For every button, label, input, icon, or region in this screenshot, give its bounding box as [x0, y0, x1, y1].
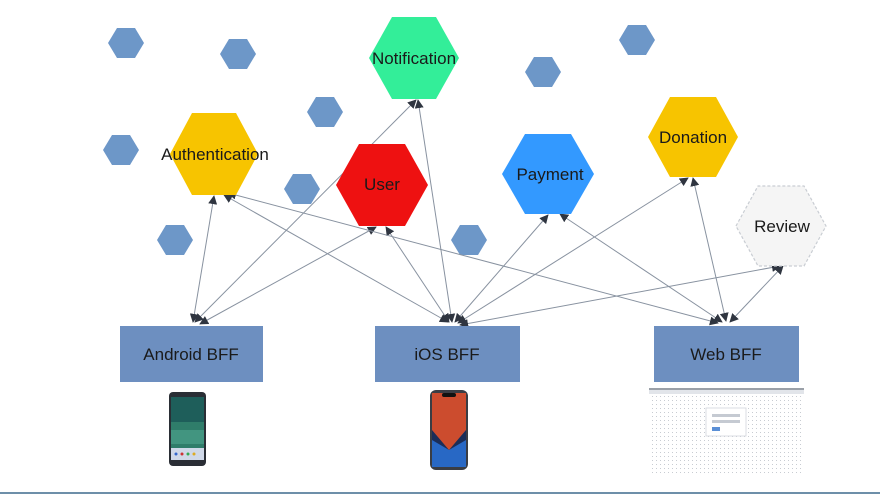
web-browser-screenshot-icon: [649, 388, 804, 474]
small-hexagon: [108, 28, 144, 58]
small-hexagon: [619, 25, 655, 55]
authentication-hexagon: [170, 113, 258, 195]
ios-bff-label: iOS BFF: [414, 345, 479, 364]
iphone-icon: [430, 390, 468, 470]
bff-android: Android BFF: [120, 326, 263, 382]
web-bff-label: Web BFF: [690, 345, 761, 364]
authentication-label: Authentication: [161, 145, 269, 164]
small-hexagon: [157, 225, 193, 255]
arrow-ios-review: [459, 263, 781, 328]
service-user: User: [336, 144, 428, 226]
small-hexagon: [451, 225, 487, 255]
arrow-web-payment: [559, 213, 723, 323]
bottom-border: [0, 492, 880, 494]
small-hexagon: [284, 174, 320, 204]
service-notification: Notification: [369, 17, 459, 99]
bff-web: Web BFF: [654, 326, 799, 382]
small-hexagon: [525, 57, 561, 87]
notification-label: Notification: [372, 49, 456, 68]
notification-hexagon: [369, 17, 459, 99]
android-bff-box: [120, 326, 263, 382]
review-hexagon: [735, 185, 827, 267]
payment-hexagon: [502, 134, 594, 214]
service-payment: Payment: [502, 134, 594, 214]
donation-label: Donation: [659, 128, 727, 147]
small-hexagon: [220, 39, 256, 69]
user-hexagon: [336, 144, 428, 226]
arrow-web-donation: [690, 177, 729, 322]
web-bff-box: [654, 326, 799, 382]
donation-hexagon: [648, 97, 738, 177]
review-label: Review: [754, 217, 810, 236]
service-review: Review: [735, 185, 827, 267]
connections: [189, 99, 784, 328]
user-label: User: [364, 175, 400, 194]
arrow-web-authentication: [227, 190, 719, 326]
arrow-ios-notification: [414, 99, 456, 323]
small-hexagon: [307, 97, 343, 127]
service-authentication: Authentication: [161, 113, 269, 195]
bff-ios: iOS BFF: [375, 326, 520, 382]
arrow-android-authentication: [189, 195, 218, 323]
arrow-web-review: [729, 265, 784, 323]
ios-bff-box: [375, 326, 520, 382]
service-donation: Donation: [648, 97, 738, 177]
android-phone-icon: [169, 392, 206, 466]
payment-label: Payment: [516, 165, 583, 184]
android-bff-label: Android BFF: [143, 345, 238, 364]
small-hexagon: [103, 135, 139, 165]
arrow-android-user: [199, 226, 377, 325]
